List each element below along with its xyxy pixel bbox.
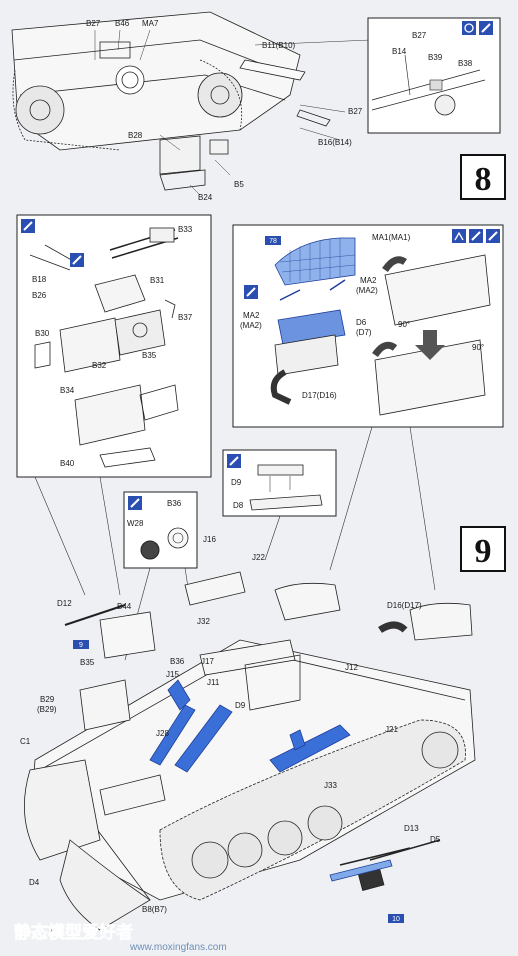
label-b44: B44 <box>117 602 132 611</box>
heat-icon <box>452 229 466 243</box>
label-b35: B35 <box>80 658 95 667</box>
label-j28: J28 <box>156 729 169 738</box>
optional-part-icon: 10 <box>388 914 404 923</box>
label-b16: B16(B14) <box>318 138 352 147</box>
paint-icon <box>70 253 84 267</box>
label-ma1: MA1(MA1) <box>372 233 411 242</box>
label-inset-b39: B39 <box>428 53 443 62</box>
blue-parts <box>149 679 393 882</box>
label-c1: C1 <box>20 737 31 746</box>
label-b31: B31 <box>150 276 165 285</box>
label-b27-mid: B27 <box>348 107 363 116</box>
svg-text:8: 8 <box>475 161 492 198</box>
subassembly-box-b36 <box>123 491 198 569</box>
step9-hull-drawing <box>24 571 476 931</box>
subassembly-box-left <box>16 214 212 478</box>
svg-text:10: 10 <box>392 916 400 923</box>
inset-detail-top <box>367 17 501 134</box>
step-8-badge: 8 <box>460 154 506 200</box>
optional-part-icon: 78 <box>265 236 281 245</box>
label-ma2-left-paren: (MA2) <box>240 321 262 330</box>
label-d8: D8 <box>233 501 244 510</box>
label-b34: B34 <box>60 386 75 395</box>
label-d13: D13 <box>404 824 419 833</box>
cement-icon <box>21 219 35 233</box>
label-b46: B46 <box>115 19 130 28</box>
watermark: 静态模型爱好者 www.moxingfans.com <box>14 922 227 953</box>
label-b27-top: B27 <box>86 19 101 28</box>
label-d7: (D7) <box>356 328 372 337</box>
paint-icon <box>486 229 500 243</box>
cement-icon <box>227 454 241 468</box>
watermark-cn: 静态模型爱好者 <box>14 922 133 943</box>
label-d5: D5 <box>430 835 441 844</box>
step8-leader-lines <box>94 29 371 196</box>
label-ma7: MA7 <box>142 19 159 28</box>
label-d9: D9 <box>231 478 242 487</box>
label-w28: W28 <box>127 519 144 528</box>
label-j12: J12 <box>345 663 358 672</box>
label-90a: 90° <box>398 320 410 329</box>
label-j32: J32 <box>197 617 210 626</box>
down-arrow <box>415 330 445 360</box>
rotate-icon <box>462 21 476 35</box>
cement-icon <box>128 496 142 510</box>
svg-text:9: 9 <box>79 642 83 649</box>
label-b35-box: B35 <box>142 351 157 360</box>
label-j33: J33 <box>324 781 337 790</box>
label-b37: B37 <box>178 313 193 322</box>
label-ma2-right-paren: (MA2) <box>356 286 378 295</box>
paint-icon <box>244 285 258 299</box>
label-ma2-left: MA2 <box>243 311 260 320</box>
label-j16: J16 <box>203 535 216 544</box>
label-inset-b14: B14 <box>392 47 407 56</box>
label-b5: B5 <box>234 180 244 189</box>
label-j21: J21 <box>385 725 398 734</box>
label-d17: D17(D16) <box>302 391 337 400</box>
step-9-badge: 9 <box>460 526 506 572</box>
label-b30: B30 <box>35 329 50 338</box>
label-d12: D12 <box>57 599 72 608</box>
label-d6: D6 <box>356 318 367 327</box>
label-90b: 90° <box>472 343 484 352</box>
subassembly-box-right: 78 <box>232 224 504 428</box>
label-d9-lower: D9 <box>235 701 246 710</box>
label-inset-b38: B38 <box>458 59 473 68</box>
subassembly-box-d8-d9 <box>222 449 337 517</box>
label-b28: B28 <box>128 131 143 140</box>
label-b8: B8(B7) <box>142 905 167 914</box>
label-b36: B36 <box>170 657 185 666</box>
label-d16d17: D16(D17) <box>387 601 422 610</box>
watermark-url: www.moxingfans.com <box>129 942 227 953</box>
label-ma2-right: MA2 <box>360 276 377 285</box>
label-j11: J11 <box>207 678 220 687</box>
svg-text:9: 9 <box>475 533 492 570</box>
label-j15: J15 <box>166 670 179 679</box>
label-b32: B32 <box>92 361 107 370</box>
label-b29: B29 <box>40 695 55 704</box>
label-j22: J22 <box>252 553 265 562</box>
step8-hull-drawing <box>11 11 331 191</box>
svg-text:78: 78 <box>269 238 277 245</box>
label-b33: B33 <box>178 225 193 234</box>
label-b24: B24 <box>198 193 213 202</box>
label-j17: J17 <box>201 657 214 666</box>
optional-part-icon: 9 <box>73 640 89 649</box>
label-inset-b27: B27 <box>412 31 427 40</box>
label-b11: B11(B10) <box>262 41 296 50</box>
label-b26: B26 <box>32 291 47 300</box>
label-b18: B18 <box>32 275 47 284</box>
cement-icon <box>469 229 483 243</box>
label-d4: D4 <box>29 878 40 887</box>
label-b36-top: B36 <box>167 499 182 508</box>
cement-icon <box>479 21 493 35</box>
label-b40: B40 <box>60 459 75 468</box>
label-b29b: (B29) <box>37 705 57 714</box>
